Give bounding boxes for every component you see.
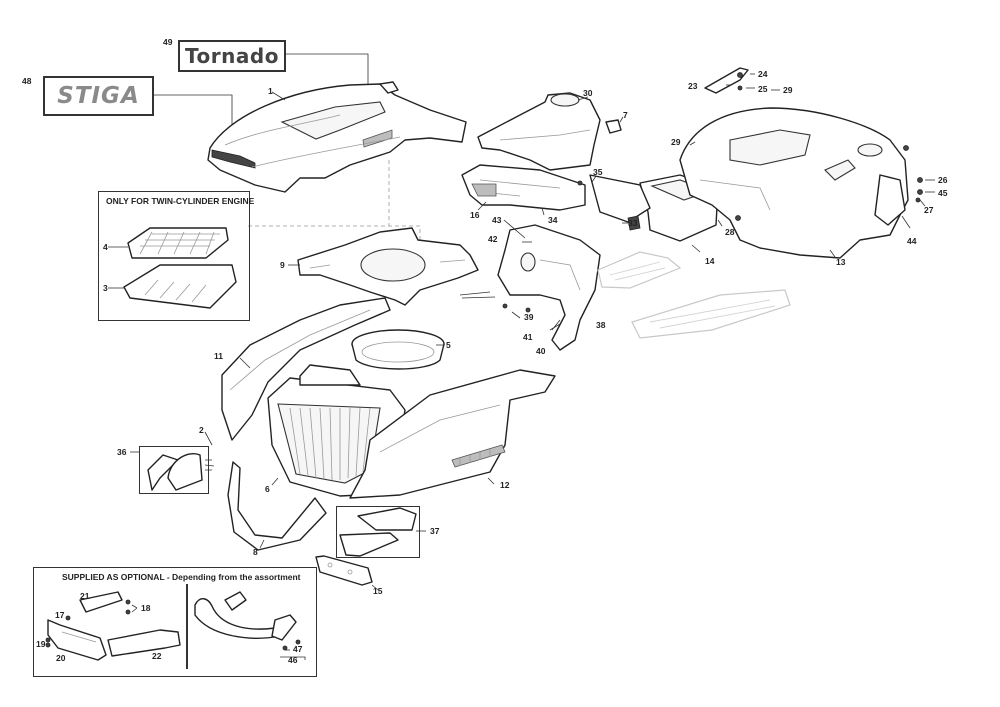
label-27: 27 xyxy=(924,205,934,215)
label-6: 6 xyxy=(265,484,270,494)
label-41: 41 xyxy=(523,332,533,342)
label-17: 17 xyxy=(55,610,65,620)
label-25: 25 xyxy=(758,84,768,94)
detail-37-box xyxy=(336,506,420,558)
label-2: 2 xyxy=(199,425,204,435)
part-20-front-bumper xyxy=(47,619,107,661)
label-36: 36 xyxy=(117,447,127,457)
tornado-decal-text: Tornado xyxy=(185,44,279,68)
part-22-side-trim xyxy=(107,629,181,657)
label-30: 30 xyxy=(583,88,593,98)
tornado-decal: Tornado xyxy=(178,40,286,72)
part-16-dash-panel xyxy=(461,164,586,211)
twin-cylinder-box-title: ONLY FOR TWIN-CYLINDER ENGINE xyxy=(106,196,255,206)
twin-cylinder-box xyxy=(98,191,250,321)
label-18: 18 xyxy=(141,603,151,613)
part-13-rear-fender xyxy=(679,107,909,259)
detail-36-box xyxy=(139,446,209,494)
label-11: 11 xyxy=(214,351,223,361)
label-38: 38 xyxy=(596,320,606,330)
label-1: 1 xyxy=(268,86,273,96)
label-34: 34 xyxy=(548,215,558,225)
twin-cylinder-dashed-link xyxy=(248,225,421,240)
stiga-decal: STIGA xyxy=(43,76,154,116)
footboard-right-ghost xyxy=(631,289,791,339)
label-23: 23 xyxy=(688,81,698,91)
label-9: 9 xyxy=(280,260,285,270)
label-29-left: 29 xyxy=(671,137,681,147)
label-46: 46 xyxy=(288,655,298,665)
label-49: 49 xyxy=(163,37,173,47)
label-28: 28 xyxy=(725,227,735,237)
label-33: 33 xyxy=(628,218,638,228)
detail-36-guard xyxy=(147,453,215,491)
part-15-bracket xyxy=(315,555,373,586)
label-35: 35 xyxy=(593,167,603,177)
label-4: 4 xyxy=(103,242,108,252)
optional-box xyxy=(33,567,317,677)
part-5-ring xyxy=(351,329,445,370)
part-4-grille-cover xyxy=(127,227,229,259)
label-47: 47 xyxy=(293,644,303,654)
part-8-lower-trim xyxy=(227,461,327,551)
label-44: 44 xyxy=(907,236,917,246)
label-8: 8 xyxy=(253,547,258,557)
fasteners xyxy=(45,72,923,651)
label-39: 39 xyxy=(524,312,534,322)
footboard-left-ghost xyxy=(597,251,682,289)
label-12: 12 xyxy=(500,480,510,490)
label-37: 37 xyxy=(430,526,440,536)
label-21: 21 xyxy=(80,591,90,601)
label-26: 26 xyxy=(938,175,948,185)
part-21-optional-trim xyxy=(79,591,123,613)
label-14: 14 xyxy=(705,256,715,266)
part-12-side-panel xyxy=(349,369,556,499)
label-15: 15 xyxy=(373,586,383,596)
part-7-switch xyxy=(605,119,622,134)
label-7: 7 xyxy=(623,110,628,120)
part-console-cover xyxy=(589,174,651,231)
optional-box-divider xyxy=(186,584,188,669)
label-16: 16 xyxy=(470,210,480,220)
label-22: 22 xyxy=(152,651,162,661)
label-13: 13 xyxy=(836,257,846,267)
part-3-grille-tray xyxy=(123,264,237,309)
label-20: 20 xyxy=(56,653,66,663)
label-40: 40 xyxy=(536,346,546,356)
label-5: 5 xyxy=(446,340,451,350)
part-11-front-fender xyxy=(221,297,391,441)
label-19: 19 xyxy=(36,639,46,649)
part-9-frame xyxy=(297,227,479,306)
part-1-hood xyxy=(207,81,467,193)
label-48: 48 xyxy=(22,76,32,86)
label-leaders xyxy=(108,73,935,660)
label-3: 3 xyxy=(103,283,108,293)
label-45: 45 xyxy=(938,188,948,198)
label-42: 42 xyxy=(488,234,498,244)
label-43: 43 xyxy=(492,215,502,225)
optional-box-title: SUPPLIED AS OPTIONAL - Depending from th… xyxy=(62,572,301,582)
part-30-engine-cover xyxy=(477,92,601,171)
part-38-column-cover xyxy=(459,224,601,351)
stiga-decal-text: STIGA xyxy=(57,83,140,109)
detail-37-cover xyxy=(339,507,417,557)
label-29-right: 29 xyxy=(783,85,793,95)
label-24: 24 xyxy=(758,69,768,79)
part-46-bull-bar xyxy=(194,591,297,641)
